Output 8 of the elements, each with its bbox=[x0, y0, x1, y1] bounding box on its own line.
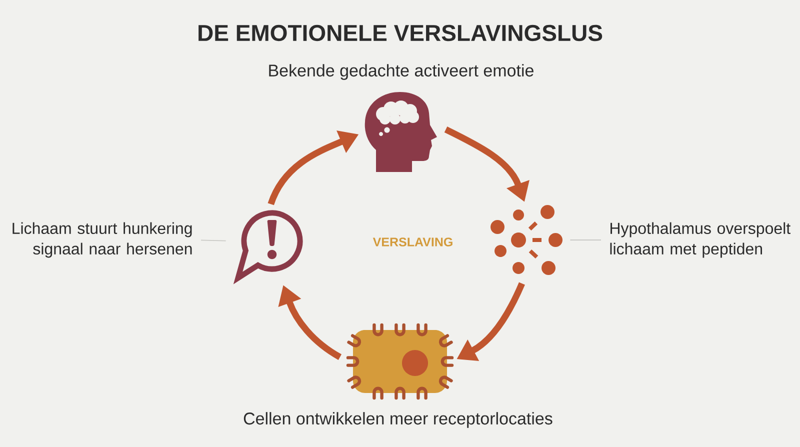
leader-line bbox=[200, 240, 226, 242]
center-label: VERSLAVING bbox=[372, 238, 452, 246]
step-label: Lichaam stuurt hunkering signaal naar hersenen bbox=[12, 222, 192, 258]
step-label: Bekende gedachte activeert emotie bbox=[269, 64, 534, 80]
title: DE EMOTIONELE VERSLAVINGSLUS bbox=[198, 24, 602, 42]
step-label: Hypothalamus overspoelt lichaam met peptiden bbox=[610, 222, 790, 258]
step-label: Cellen ontwikkelen meer receptorlocaties bbox=[244, 412, 552, 428]
molecule-icon bbox=[490, 205, 562, 275]
